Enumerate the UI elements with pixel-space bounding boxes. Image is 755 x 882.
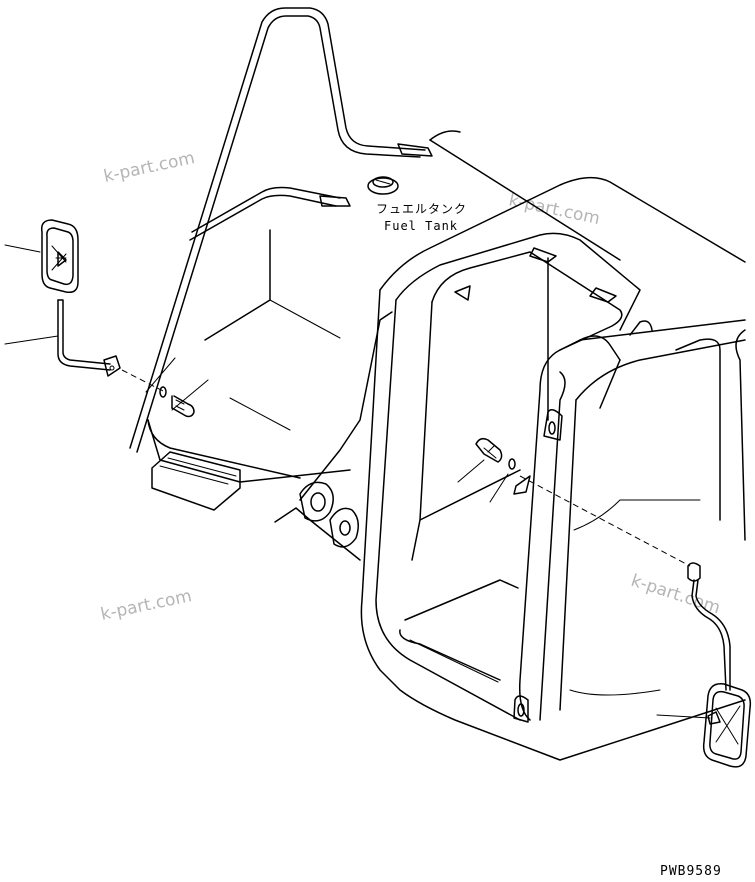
right-mirror-stay — [513, 475, 731, 691]
drawing-code: PWB9589 — [660, 864, 722, 879]
right-washer-bolt — [475, 437, 516, 470]
watermark-top-right: k-part.com — [507, 190, 602, 229]
right-mirror — [702, 683, 752, 768]
left-mirror-stay — [57, 299, 166, 393]
leader-lines — [4, 244, 711, 719]
fuel-cap — [367, 176, 399, 195]
left-mirror — [40, 219, 79, 294]
handrail — [129, 7, 433, 453]
left-washer-bolt — [159, 386, 195, 418]
watermark-bottom-left: k-part.com — [99, 586, 194, 625]
fuel-tank-label-jp: フュエルタンク — [376, 202, 467, 216]
operator-cab — [360, 176, 746, 761]
machine-body — [147, 130, 621, 561]
fuel-tank-label-en: Fuel Tank — [384, 219, 458, 233]
watermark-top-left: k-part.com — [102, 148, 197, 187]
